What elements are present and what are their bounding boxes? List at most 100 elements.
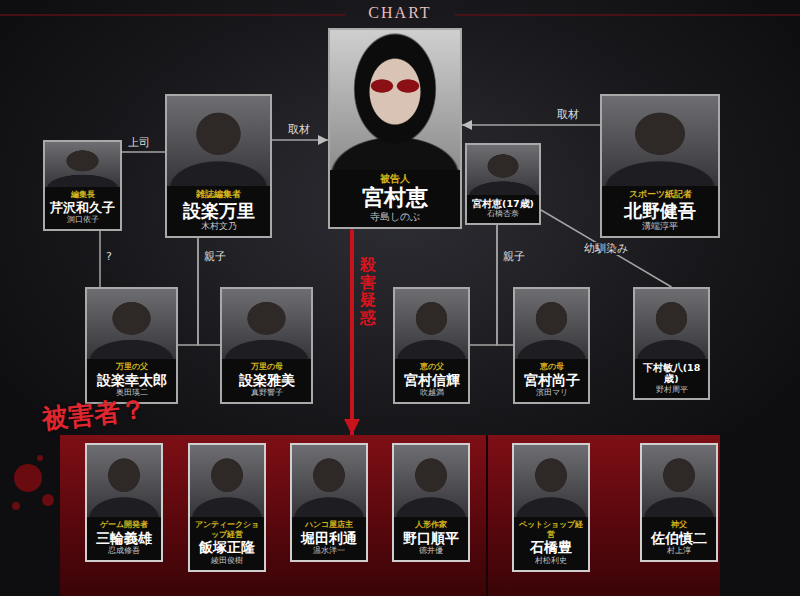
blood-splatter [37, 455, 43, 461]
chart-title: CHART [0, 4, 800, 22]
actor-name: 温水洋一 [295, 546, 363, 556]
portrait-placeholder [190, 445, 264, 517]
character-name: 宮村信輝 [398, 372, 465, 389]
caption-area: 恵の父宮村信輝吹越満 [395, 359, 468, 402]
character-card: 恵の父宮村信輝吹越満 [393, 287, 470, 404]
actor-name: 村上淳 [645, 546, 713, 556]
character-name: 堀田利通 [295, 530, 363, 547]
relation-line [178, 238, 198, 345]
actor-name: 真野響子 [225, 388, 308, 398]
character-card: 恵の母宮村尚子濱田マリ [513, 287, 590, 404]
role-label: スポーツ紙記者 [605, 189, 715, 200]
header-rule [455, 14, 800, 16]
actor-name: 綾田俊樹 [193, 556, 261, 566]
portrait-placeholder [45, 142, 120, 187]
character-name: 芹沢和久子 [48, 200, 117, 216]
actor-name: 寺島しのぶ [333, 211, 457, 223]
role-label: 恵の母 [518, 362, 585, 372]
actor-name: 溝端淳平 [605, 221, 715, 232]
character-card: ゲーム開発者三輪義雄忍成修吾 [85, 443, 163, 562]
character-name: 宮村恵(17歳) [470, 198, 536, 209]
portrait-placeholder [642, 445, 716, 517]
actor-name: 吹越満 [398, 388, 465, 398]
role-label: ゲーム開発者 [90, 520, 158, 530]
actor-name: 野村周平 [638, 385, 705, 395]
character-name: 設楽万里 [170, 200, 267, 222]
character-name: 野口順平 [397, 530, 465, 547]
group-heading: 被害者？ [41, 394, 148, 436]
edge-label: 幼馴染み [582, 242, 630, 255]
character-card: ペットショップ経営石橋豊村松利史 [512, 443, 590, 572]
character-name: 北野健吾 [605, 200, 715, 222]
portrait-placeholder [330, 30, 460, 170]
character-card: 宮村恵(17歳)石橋杏奈 [465, 143, 541, 225]
caption-area: 雑誌編集者設楽万里木村文乃 [167, 186, 270, 236]
portrait-placeholder [87, 289, 176, 359]
character-name: 石橋豊 [517, 539, 585, 556]
character-name: 宮村恵 [333, 185, 457, 211]
character-name: 下村敏八(18歳) [638, 362, 705, 385]
character-name: 飯塚正隆 [193, 539, 261, 556]
edge-label: 親子 [204, 250, 226, 263]
character-card: 被告人宮村恵寺島しのぶ [328, 28, 462, 229]
character-card: 人形作家野口順平徳井優 [392, 443, 470, 562]
actor-name: 濱田マリ [518, 388, 585, 398]
relation-arrow [462, 124, 600, 126]
edge-label: 取材 [557, 108, 579, 121]
caption-area: 万里の母設楽雅美真野響子 [222, 359, 311, 402]
portrait-placeholder [515, 289, 588, 359]
role-label: ペットショップ経営 [517, 520, 585, 539]
actor-name: 忍成修吾 [90, 546, 158, 556]
portrait-placeholder [292, 445, 366, 517]
character-name: 設楽幸太郎 [90, 372, 173, 389]
caption-area: 被告人宮村恵寺島しのぶ [330, 170, 460, 227]
portrait-placeholder [87, 445, 161, 517]
edge-label: ? [106, 250, 112, 263]
caption-area: ハンコ屋店主堀田利通温水洋一 [292, 517, 366, 560]
portrait-placeholder [635, 289, 708, 359]
actor-name: 木村文乃 [170, 221, 267, 232]
caption-area: スポーツ紙記者北野健吾溝端淳平 [602, 186, 718, 236]
caption-area: 恵の母宮村尚子濱田マリ [515, 359, 588, 402]
portrait-placeholder [514, 445, 588, 517]
role-label: 万里の父 [90, 362, 173, 372]
caption-area: ゲーム開発者三輪義雄忍成修吾 [87, 517, 161, 560]
character-card: 万里の母設楽雅美真野響子 [220, 287, 313, 404]
portrait-placeholder [394, 445, 468, 517]
victim-band: 被害者？ゲーム開発者三輪義雄忍成修吾アンティークショップ経営飯塚正隆綾田俊樹ハン… [60, 435, 720, 596]
character-card: アンティークショップ経営飯塚正隆綾田俊樹 [188, 443, 266, 572]
blood-splatter [12, 502, 20, 510]
portrait-placeholder [167, 96, 270, 186]
caption-area: ペットショップ経営石橋豊村松利史 [514, 517, 588, 570]
caption-area: 下村敏八(18歳)野村周平 [635, 359, 708, 398]
character-name: 佐伯慎二 [645, 530, 713, 547]
role-label: 被告人 [333, 173, 457, 185]
role-label: 人形作家 [397, 520, 465, 530]
relation-line [99, 231, 101, 287]
relation-arrow [272, 139, 328, 141]
actor-name: 石橋杏奈 [470, 209, 536, 219]
role-label: 神父 [645, 520, 713, 530]
character-card: 雑誌編集者設楽万里木村文乃 [165, 94, 272, 238]
character-card: 万里の父設楽幸太郎奥田瑛二 [85, 287, 178, 404]
relation-line [470, 225, 497, 345]
edge-label: 親子 [503, 250, 525, 263]
edge-label: 殺害疑惑 [360, 256, 376, 326]
portrait-placeholder [395, 289, 468, 359]
portrait-placeholder [222, 289, 311, 359]
role-label: 雑誌編集者 [170, 189, 267, 200]
role-label: アンティークショップ経営 [193, 520, 261, 539]
blood-splatter [14, 464, 42, 492]
character-card: 下村敏八(18歳)野村周平 [633, 287, 710, 400]
header-rule [0, 14, 345, 16]
actor-name: 村松利史 [517, 556, 585, 566]
caption-area: 宮村恵(17歳)石橋杏奈 [467, 195, 539, 223]
character-name: 三輪義雄 [90, 530, 158, 547]
relation-line [122, 151, 165, 153]
blood-splatter [42, 494, 54, 506]
role-label: 恵の父 [398, 362, 465, 372]
character-name: 宮村尚子 [518, 372, 585, 389]
caption-area: 神父佐伯慎二村上淳 [642, 517, 716, 560]
